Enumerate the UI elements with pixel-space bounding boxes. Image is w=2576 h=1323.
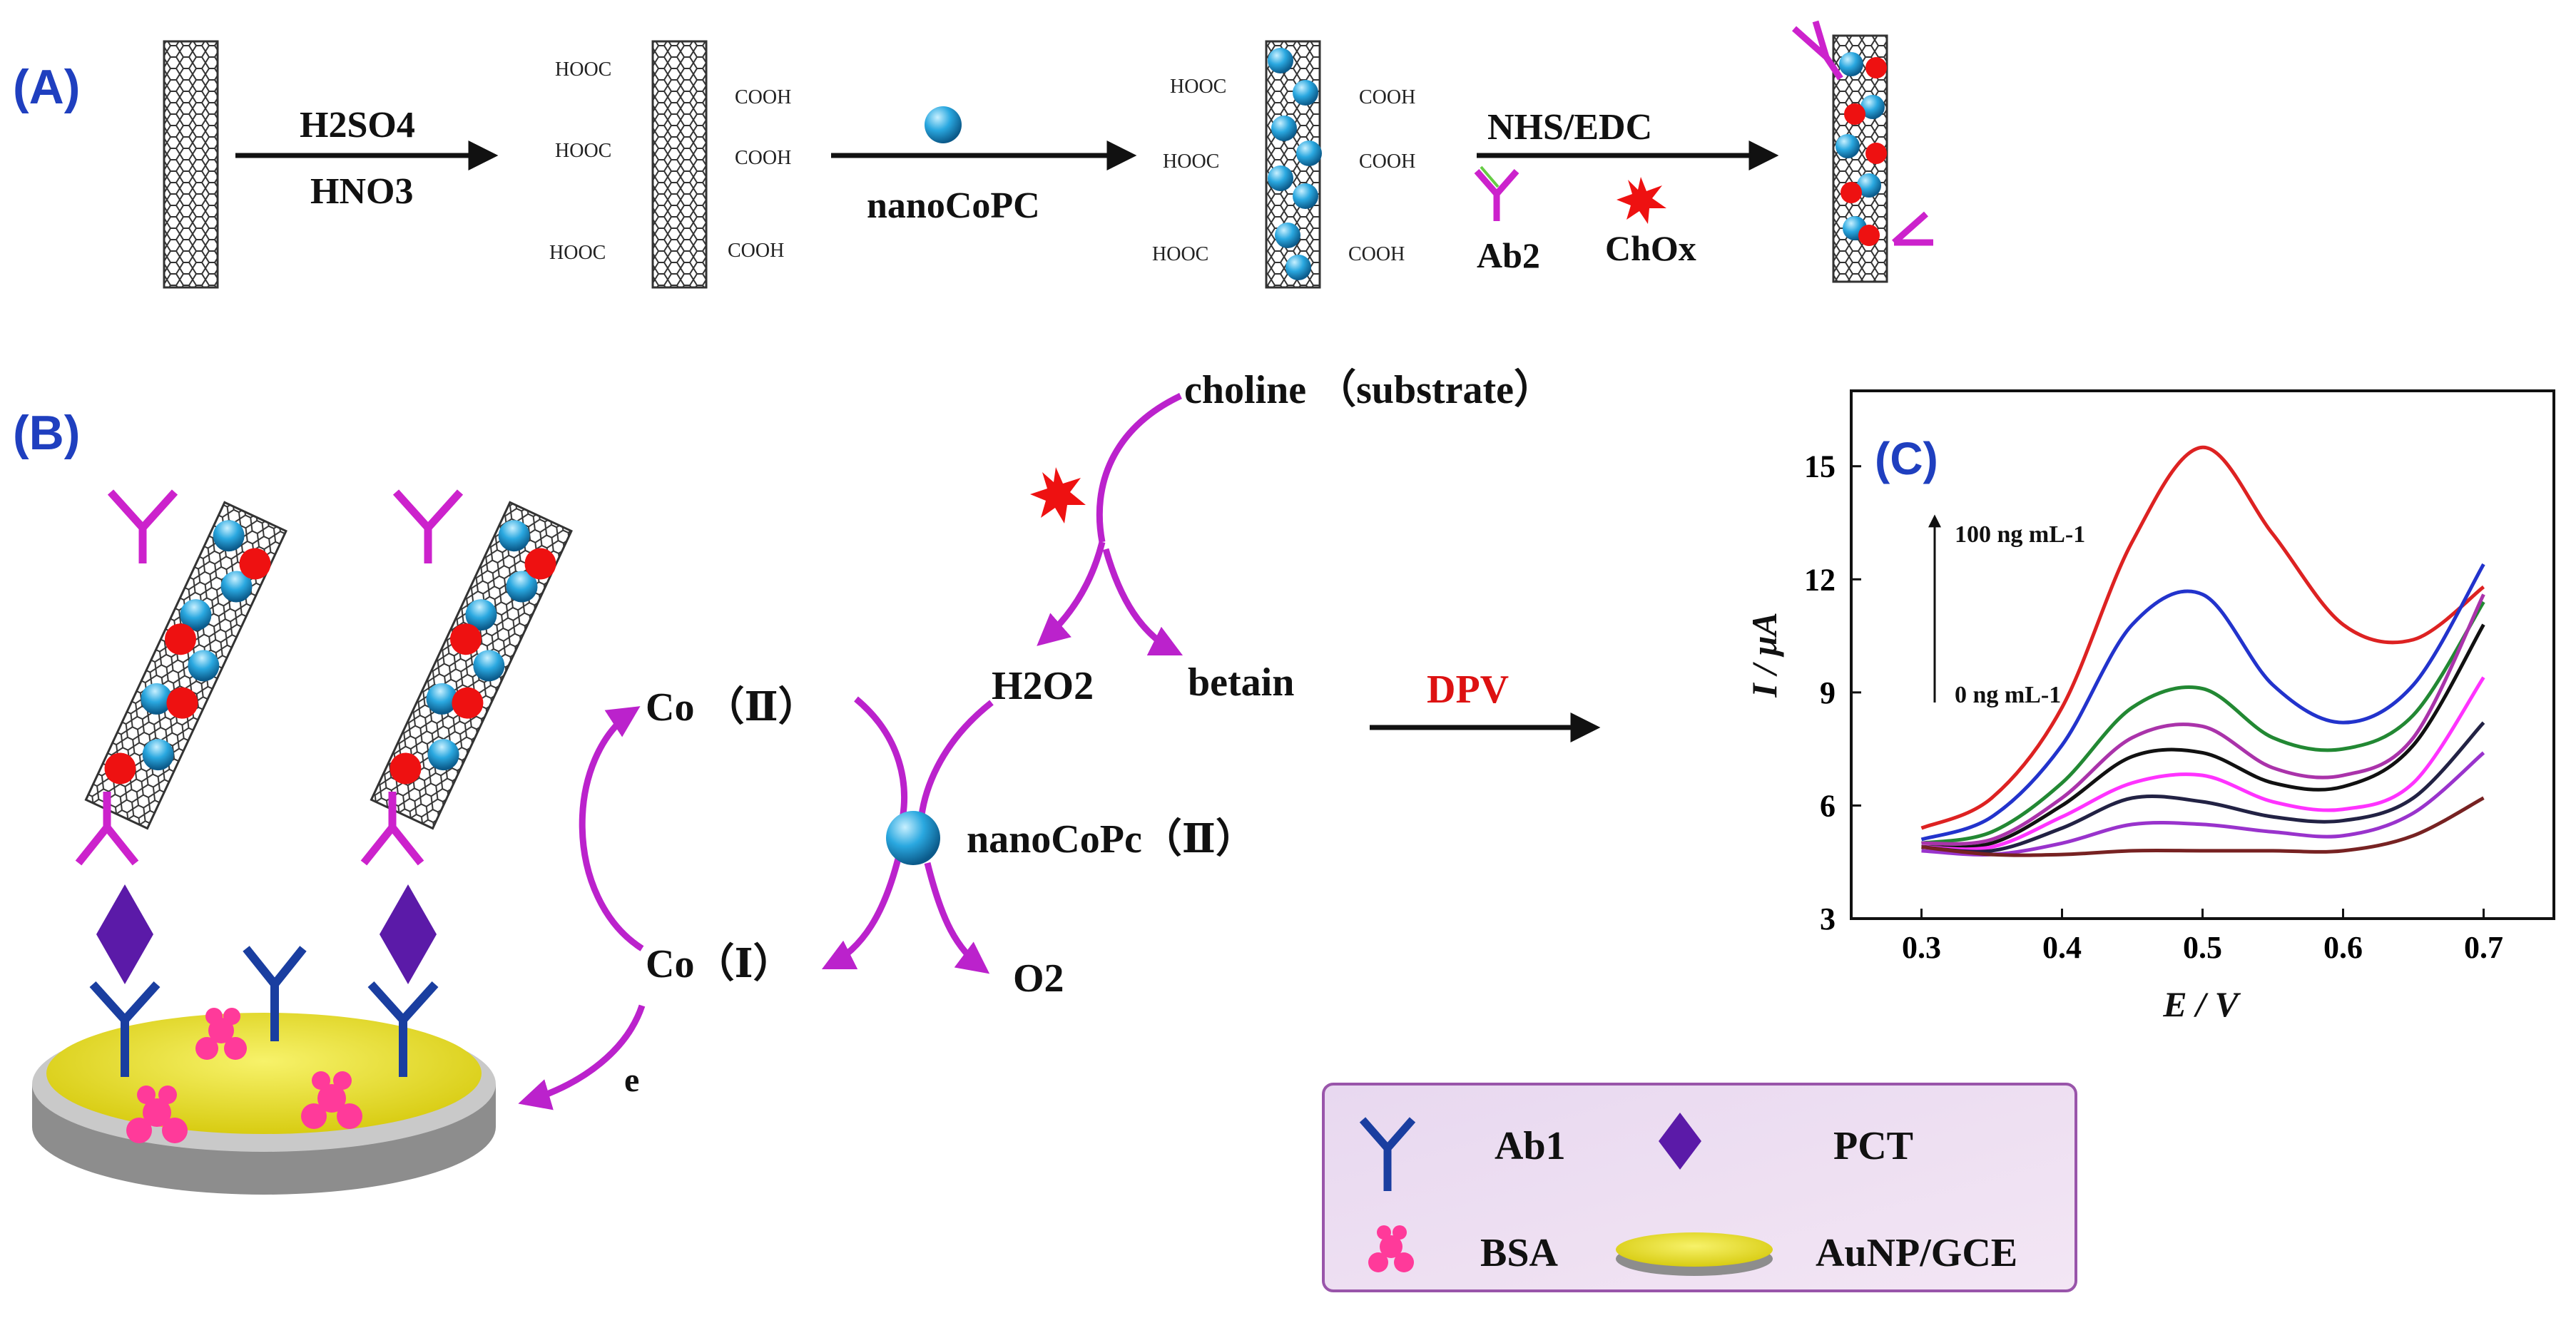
ab2-top-1-icon	[107, 489, 178, 563]
label-betain: betain	[1188, 660, 1294, 705]
pristine-cnt-icon	[163, 40, 219, 289]
label-co-ii: Co （Ⅱ）	[646, 685, 818, 730]
y-tick-label: 6	[1820, 788, 1836, 823]
svg-text:COOH: COOH	[1348, 243, 1405, 265]
nanocopc-ball-icon	[925, 106, 962, 143]
labeled-cnt-icon	[1792, 20, 1933, 283]
label-chox: ChOx	[1605, 228, 1696, 268]
arrow-to-h2o2	[1037, 541, 1106, 646]
dpv-curve-4	[1921, 593, 2485, 846]
ab1-antibody-2-icon	[243, 946, 307, 1041]
cycle-arrow-h2o2	[917, 700, 994, 835]
chart-ylabel: I / μA	[1744, 612, 1784, 698]
panel-b-label: (B)	[13, 406, 80, 460]
dpv-curve-1	[1920, 445, 2485, 830]
pct-antigen-2-icon	[380, 884, 437, 984]
legend-electrode-icon	[1616, 1232, 1773, 1276]
dpv-curve-5	[1921, 623, 2485, 849]
svg-text:COOH: COOH	[1359, 150, 1415, 173]
immunocomplex-cnt-2-icon	[370, 501, 573, 830]
label-substrate: choline （substrate）	[1184, 367, 1554, 412]
arrow-to-betain	[1102, 548, 1183, 656]
reagent-nhs-edc: NHS/EDC	[1487, 107, 1652, 148]
reagent-hno3: HNO3	[310, 171, 413, 212]
x-tick-label: 0.6	[2323, 930, 2363, 965]
chox-enzyme-b-icon	[1030, 467, 1086, 523]
label-electron: e	[624, 1061, 639, 1099]
svg-text:COOH: COOH	[735, 86, 791, 108]
copc-cnt-icon: HOOC COOH HOOC COOH HOOC COOH	[1152, 40, 1415, 289]
panel-a-label: (A)	[13, 60, 80, 114]
label-ab2: Ab2	[1477, 235, 1540, 275]
immunocomplex-cnt-1-icon	[84, 501, 287, 830]
reagent-nanocopc: nanoCoPC	[867, 185, 1040, 226]
label-co-i: Co（Ⅰ）	[646, 941, 793, 986]
annotation-0ng: 0 ng mL-1	[1955, 682, 2061, 708]
svg-text:COOH: COOH	[735, 147, 791, 169]
dpv-curve-9	[1921, 796, 2485, 857]
x-tick-label: 0.4	[2042, 930, 2082, 965]
legend-ab1-icon	[1359, 1117, 1416, 1191]
svg-text:COOH: COOH	[1359, 86, 1415, 108]
electron-arrow	[518, 1004, 646, 1110]
svg-text:HOOC: HOOC	[555, 140, 611, 162]
svg-text:HOOC: HOOC	[555, 58, 611, 81]
svg-text:HOOC: HOOC	[1163, 150, 1219, 173]
dpv-curve-3	[1921, 601, 2485, 845]
cycle-arrow-to-co1	[821, 854, 902, 970]
pct-antigen-1-icon	[96, 884, 153, 984]
svg-text:HOOC: HOOC	[549, 242, 606, 264]
chox-enzyme-icon	[1617, 177, 1666, 224]
dpv-curve-8	[1921, 751, 2485, 857]
dpv-curve-7	[1921, 721, 2485, 854]
chart-xlabel: E / V	[2162, 984, 2241, 1024]
label-catalyst: nanoCoPc（Ⅱ）	[967, 817, 1256, 862]
ab2-bottom-1-icon	[75, 792, 139, 866]
cycle-arrow-co2-to-catalyst	[854, 696, 907, 836]
svg-text:HOOC: HOOC	[1170, 76, 1226, 98]
cycle-arrow-up	[579, 706, 644, 951]
chart-plot-frame	[1850, 389, 2555, 920]
label-h2o2: H2O2	[992, 664, 1094, 708]
carboxylated-cnt-icon: HOOC COOH HOOC COOH HOOC COOH	[549, 40, 791, 289]
reagent-h2so4: H2SO4	[300, 105, 415, 145]
nanocopc-catalyst-icon	[886, 811, 940, 865]
label-o2: O2	[1013, 956, 1064, 1001]
label-dpv: DPV	[1427, 668, 1509, 712]
dpv-chart: (C) I / μA E / V 100 ng mL-1 0 ng mL-1 0…	[1744, 389, 2555, 1024]
legend-ab1-label: Ab1	[1495, 1124, 1566, 1168]
ab1-antibody-1-icon	[89, 981, 161, 1077]
x-tick-label: 0.3	[1902, 930, 1941, 965]
ab1-antibody-3-icon	[367, 981, 439, 1077]
dpv-curve-6	[1921, 676, 2485, 852]
y-tick-label: 3	[1820, 901, 1836, 936]
ab2-antibody-icon	[1474, 165, 1519, 221]
bsa-icon-2	[126, 1086, 188, 1143]
svg-text:HOOC: HOOC	[1152, 243, 1208, 265]
aunp-gce-electrode-icon	[32, 1013, 496, 1195]
bsa-icon-1	[195, 1008, 247, 1060]
x-tick-label: 0.7	[2464, 930, 2503, 965]
svg-text:COOH: COOH	[728, 240, 784, 262]
legend-electrode-label: AuNP/GCE	[1816, 1231, 2017, 1275]
substrate-arrow-stem	[1096, 392, 1182, 543]
legend-pct-icon	[1659, 1113, 1701, 1170]
ab2-bottom-2-icon	[360, 792, 424, 866]
legend-bsa-icon	[1368, 1225, 1414, 1272]
y-tick-label: 12	[1804, 562, 1836, 597]
legend-pct-label: PCT	[1833, 1124, 1913, 1168]
legend-box: Ab1 PCT BSA AuNP/GCE	[1322, 1083, 2077, 1292]
bsa-icon-3	[301, 1071, 362, 1129]
cycle-arrow-o2	[924, 862, 990, 974]
ab2-top-2-icon	[392, 489, 464, 563]
y-tick-label: 9	[1820, 675, 1836, 710]
dpv-curve-2	[1920, 563, 2485, 842]
x-tick-label: 0.5	[2183, 930, 2222, 965]
y-tick-label: 15	[1804, 449, 1836, 484]
panel-c-label: (C)	[1875, 433, 1938, 484]
legend-bsa-label: BSA	[1480, 1231, 1558, 1275]
annotation-100ng: 100 ng mL-1	[1955, 521, 2085, 548]
